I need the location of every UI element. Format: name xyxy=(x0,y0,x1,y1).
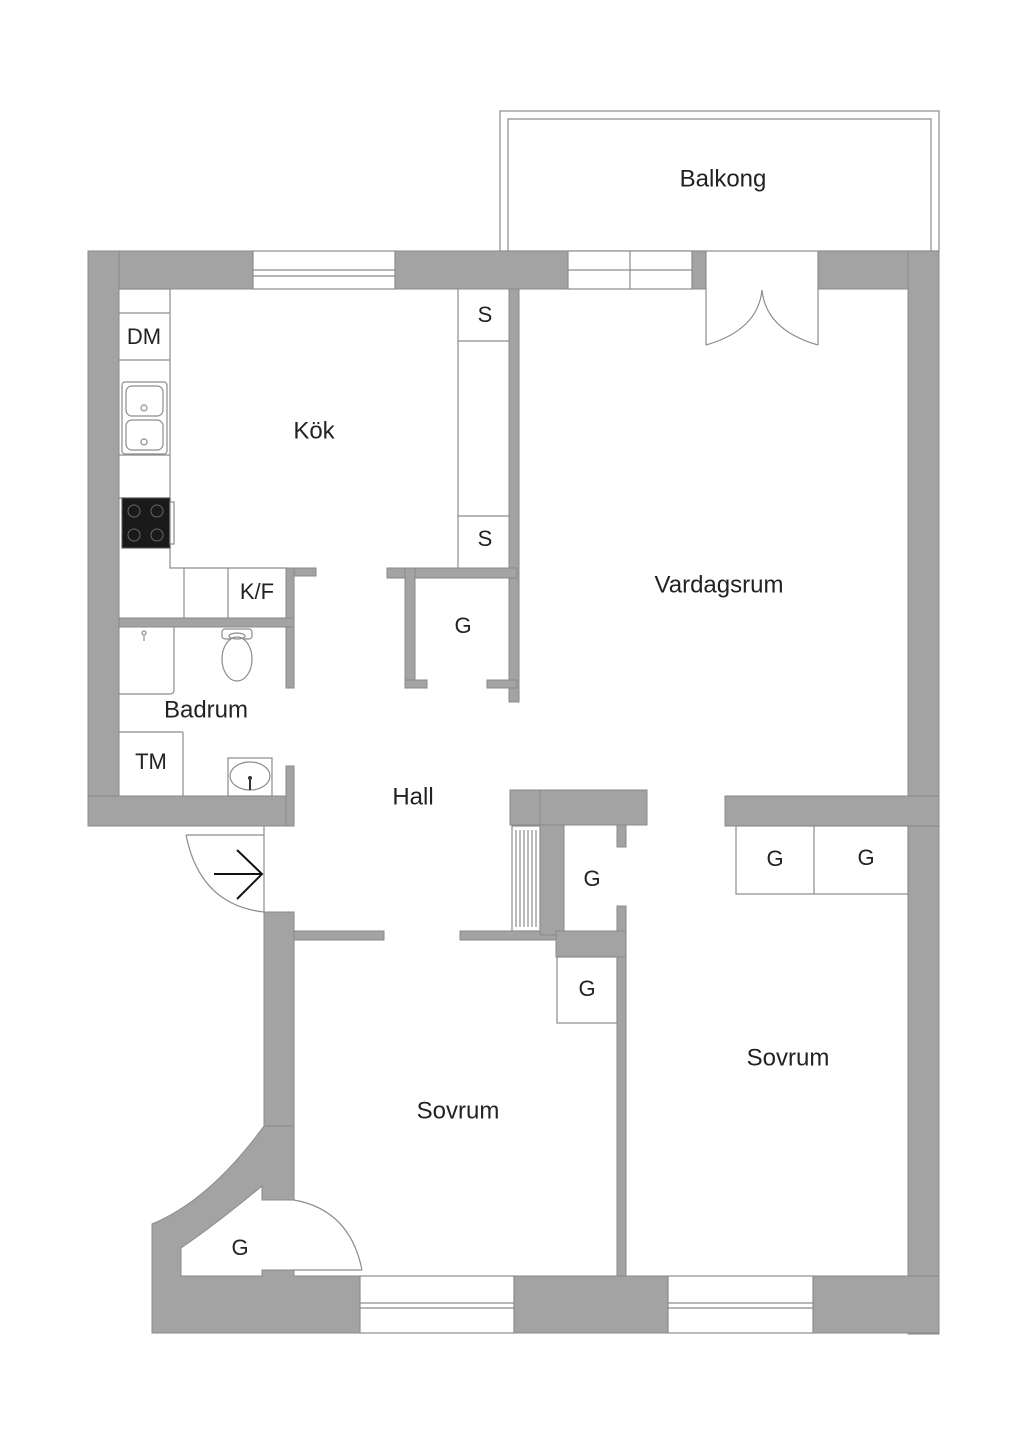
windows xyxy=(252,250,814,1334)
window-bedroom-right xyxy=(667,1275,814,1334)
fixture-label-storage-top: S xyxy=(478,302,493,327)
wall-left-upper xyxy=(87,250,120,827)
entrance-door xyxy=(185,826,265,913)
wall-bedroom-divider xyxy=(616,905,627,1277)
wall-wardrobe-right-foot xyxy=(486,679,518,689)
room-label-bathroom: Badrum xyxy=(164,696,248,723)
stove-icon xyxy=(121,497,175,549)
wall-bath-bottom xyxy=(87,795,295,827)
outer-walls xyxy=(87,250,940,1335)
room-label-bedroom-left: Sovrum xyxy=(417,1097,500,1124)
wall-bath-right-stub xyxy=(285,765,295,827)
closet-door xyxy=(293,1199,363,1271)
room-label-balcony: Balkong xyxy=(680,165,767,192)
wall-wardrobe-left xyxy=(404,567,416,689)
kitchen-sink-icon xyxy=(121,381,168,455)
wall-bath-right xyxy=(285,567,295,689)
radiator xyxy=(511,825,541,932)
wall-kitchen-living xyxy=(508,288,520,703)
balcony xyxy=(499,110,940,252)
wall-wardrobe-left-foot xyxy=(404,679,428,689)
wall-closet-right-stub xyxy=(616,824,627,848)
wall-left-lower xyxy=(263,911,295,1127)
wall-bottom-right xyxy=(812,1275,940,1334)
storage-cabinets xyxy=(457,289,509,568)
entrance-arrow-icon xyxy=(214,849,264,900)
fixture-label-washer: TM xyxy=(135,749,167,774)
wall-right-lower xyxy=(907,825,940,1335)
window-bedroom-left xyxy=(359,1275,515,1334)
fixture-label-storage-bottom: S xyxy=(478,526,493,551)
kitchen-counter xyxy=(119,288,286,618)
fixture-label-wardrobe-right-2: G xyxy=(857,845,874,870)
wall-top-3 xyxy=(691,250,707,290)
fixture-label-wardrobe-closet: G xyxy=(583,866,600,891)
shower-head-icon xyxy=(141,630,147,641)
interior-walls xyxy=(118,288,648,1277)
fixture-label-wardrobe-bedroom: G xyxy=(578,976,595,1001)
washbasin-icon xyxy=(227,757,273,797)
balcony-inner xyxy=(507,118,932,251)
fixture-label-wardrobe-corner: G xyxy=(231,1235,248,1260)
room-label-living: Vardagsrum xyxy=(655,571,784,598)
wall-living-bottom xyxy=(724,795,940,827)
bathroom-fixtures xyxy=(119,627,273,797)
wardrobes xyxy=(556,825,909,1024)
wall-bottom-mid xyxy=(513,1275,669,1334)
wall-hall-bed-left xyxy=(293,930,385,941)
room-label-bedroom-right: Sovrum xyxy=(747,1044,830,1071)
wall-corner-angled xyxy=(151,1125,361,1334)
wall-top-2 xyxy=(394,250,569,290)
wall-closet-bottom xyxy=(555,930,627,958)
fixture-label-wardrobe-hall: G xyxy=(454,613,471,638)
wall-right-upper xyxy=(907,250,940,797)
room-label-hall: Hall xyxy=(392,783,433,810)
wall-kitchen-bath xyxy=(118,617,295,628)
room-label-kitchen: Kök xyxy=(293,417,335,444)
wall-closet-top-left xyxy=(509,789,541,826)
wall-closet-left xyxy=(539,824,565,936)
fixture-label-dishwasher: DM xyxy=(127,324,161,349)
fixture-label-wardrobe-right-1: G xyxy=(766,846,783,871)
balcony-door xyxy=(705,251,819,346)
wall-wardrobe-top xyxy=(386,567,518,579)
toilet-icon xyxy=(221,628,253,682)
balcony-outer xyxy=(499,110,940,252)
fixture-label-fridge-freezer: K/F xyxy=(240,579,274,604)
